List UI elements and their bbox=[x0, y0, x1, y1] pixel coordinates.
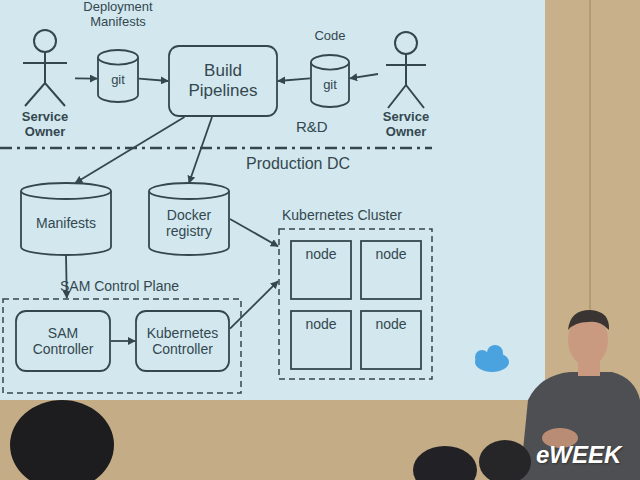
box-outline bbox=[291, 311, 351, 369]
cylinder-side bbox=[149, 191, 229, 255]
region-label: R&D bbox=[296, 118, 328, 135]
panel-seam bbox=[589, 0, 591, 330]
slide-background bbox=[0, 0, 545, 400]
node-body: SAM Controller bbox=[15, 310, 111, 372]
arrow-connector bbox=[75, 117, 184, 183]
control-plane-group: SAM Control PlaneSAM ControllerKubernete… bbox=[2, 298, 242, 394]
controller-box: SAM Controller bbox=[15, 310, 111, 372]
actor-arms bbox=[386, 64, 426, 66]
node-heading: SAM Control Plane bbox=[60, 278, 240, 294]
actor-body bbox=[44, 52, 46, 83]
node-body: node bbox=[360, 240, 422, 300]
node-label: git bbox=[323, 78, 337, 93]
audience-heads bbox=[10, 400, 531, 480]
cluster-node: node bbox=[290, 240, 352, 300]
rounded-outline bbox=[169, 46, 277, 116]
node-heading: Code bbox=[290, 29, 370, 44]
node-body: node bbox=[290, 310, 352, 370]
actor-head bbox=[34, 30, 56, 52]
node-label: Manifests bbox=[36, 215, 96, 231]
node-label: node bbox=[305, 316, 336, 332]
actor-name: Service Owner bbox=[15, 110, 75, 140]
store-cylinder: Docker registry bbox=[148, 183, 230, 255]
node-heading: Kubernetes Cluster bbox=[282, 207, 442, 223]
node-body: Service Owner bbox=[5, 28, 85, 140]
repository-cylinder: gitDeployment Manifests bbox=[97, 50, 139, 102]
node-label: git bbox=[111, 73, 125, 88]
presenter bbox=[520, 310, 640, 480]
node-body: Docker registry bbox=[148, 183, 230, 255]
box-outline bbox=[361, 311, 421, 369]
node-body: Build Pipelines bbox=[168, 45, 278, 117]
cluster-node: node bbox=[360, 240, 422, 300]
repository-cylinder: gitCode bbox=[310, 55, 350, 107]
arrow-connector bbox=[189, 117, 212, 183]
node-body: Kubernetes Controller bbox=[135, 310, 230, 372]
actor-arms bbox=[23, 62, 67, 64]
dashed-outline bbox=[3, 299, 241, 393]
node-body: Manifests bbox=[20, 183, 112, 255]
node-label: Docker registry bbox=[148, 207, 230, 239]
rounded-outline bbox=[136, 311, 229, 371]
actor-head bbox=[395, 32, 417, 54]
node-body: node bbox=[290, 240, 352, 300]
store-cylinder: Manifests bbox=[20, 183, 112, 255]
node-body bbox=[278, 228, 433, 380]
node-body: Service Owner bbox=[368, 30, 444, 140]
cluster-node: node bbox=[290, 310, 352, 370]
arrow-connector bbox=[230, 219, 278, 246]
node-label: SAM Controller bbox=[21, 325, 105, 357]
node-label: node bbox=[305, 246, 336, 262]
salesforce-logo bbox=[475, 345, 509, 372]
box-outline bbox=[291, 241, 351, 299]
actor-name: Service Owner bbox=[378, 110, 434, 140]
cylinder-top bbox=[98, 50, 138, 65]
cluster-group: Kubernetes Clusternodenodenodenode bbox=[278, 228, 433, 380]
actor-legs bbox=[25, 83, 65, 106]
cylinder-side bbox=[21, 191, 111, 255]
actor-body bbox=[405, 54, 407, 85]
cylinder-top bbox=[21, 183, 111, 199]
node-body: git bbox=[310, 55, 350, 107]
node-body: git bbox=[97, 50, 139, 102]
cylinder-top bbox=[149, 183, 229, 199]
node-outline bbox=[278, 228, 433, 380]
rounded-outline bbox=[16, 311, 110, 371]
arrow-connector bbox=[65, 255, 68, 298]
actor-figure: Service Owner bbox=[378, 30, 434, 140]
node-heading: Deployment Manifests bbox=[69, 0, 167, 30]
watermark: eWEEK bbox=[536, 441, 621, 469]
node-label: Build Pipelines bbox=[174, 61, 272, 100]
arrow-connector bbox=[278, 78, 310, 81]
separator-line bbox=[0, 147, 432, 150]
arrow-connector bbox=[350, 74, 378, 78]
box-outline bbox=[361, 241, 421, 299]
arrow-connector bbox=[139, 79, 168, 81]
arrow-connector bbox=[111, 340, 135, 342]
controller-box: Kubernetes Controller bbox=[135, 310, 230, 372]
dashed-outline bbox=[279, 229, 432, 379]
node-label: node bbox=[375, 316, 406, 332]
actor-figure: Service Owner bbox=[15, 28, 75, 140]
node-label: Kubernetes Controller bbox=[141, 325, 224, 357]
actor-legs bbox=[388, 85, 424, 108]
region-label: Production DC bbox=[246, 155, 350, 173]
cylinder-top bbox=[311, 55, 349, 70]
node-body: node bbox=[360, 310, 422, 370]
cluster-node: node bbox=[360, 310, 422, 370]
arrow-connector bbox=[230, 281, 278, 328]
node-label: node bbox=[375, 246, 406, 262]
process-box: Build Pipelines bbox=[168, 45, 278, 117]
arrow-connector bbox=[75, 78, 97, 80]
